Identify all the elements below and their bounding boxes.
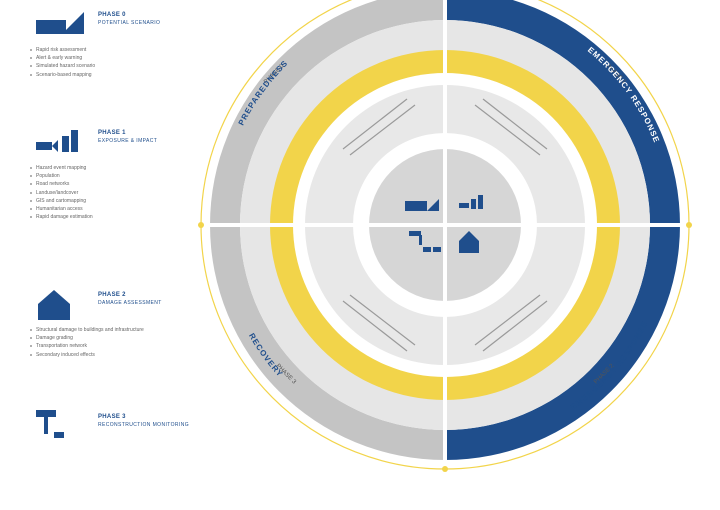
phase-item: Hazard event mapping — [28, 164, 218, 172]
orbit-marker-bottom — [442, 466, 448, 472]
phase-block: PHASE 1 EXPOSURE & IMPACT Hazard event map… — [28, 124, 218, 221]
phase-item: Damage grading — [28, 334, 218, 342]
phase-item: Rapid damage estimation — [28, 213, 218, 221]
phase-number: PHASE 2 — [98, 292, 126, 298]
phase-block: PHASE 3 RECONSTRUCTION MONITORING — [28, 408, 218, 448]
phase-item: Transportation network — [28, 342, 218, 350]
phase-header: PHASE 2 DAMAGE ASSESSMENT — [28, 286, 218, 326]
outer-band-top-left — [210, 0, 445, 225]
phase-item: Secondary induced effects — [28, 351, 218, 359]
phase-block: PHASE 2 DAMAGE ASSESSMENT Structural damag… — [28, 286, 218, 359]
orbit-dot-right — [686, 222, 692, 228]
center-hammer-icon — [409, 231, 441, 252]
seismic-landscape-icon — [32, 6, 90, 42]
center-landscape-icon — [405, 199, 439, 211]
damaged-house-icon — [32, 286, 90, 322]
phase-number: PHASE 0 — [98, 12, 126, 18]
outer-band-bottom-right — [445, 225, 680, 460]
phase-name: DAMAGE ASSESSMENT — [98, 300, 162, 306]
outer-band-bottom-left — [210, 225, 445, 460]
inner-text-lines — [342, 98, 548, 352]
phase-name: RECONSTRUCTION MONITORING — [98, 422, 190, 428]
phase-number: PHASE 3 — [98, 414, 126, 420]
phase-block: PHASE 0 POTENTIAL SCENARIO Rapid risk asse… — [28, 6, 218, 79]
phase-item: Rapid risk assessment — [28, 46, 218, 54]
phase-item: Scenario-based mapping — [28, 71, 218, 79]
center-buildings-icon — [459, 195, 483, 209]
orbit-dot-left — [198, 222, 204, 228]
phase-legend: PHASE 0 POTENTIAL SCENARIO Rapid risk asse… — [0, 0, 220, 450]
outer-band-top-right — [445, 0, 680, 225]
phase-item: Road networks — [28, 180, 218, 188]
phase-item: GIS and cartomapping — [28, 197, 218, 205]
phase-header: PHASE 0 POTENTIAL SCENARIO — [28, 6, 218, 46]
phase-name: POTENTIAL SCENARIO — [98, 20, 161, 26]
center-house-icon — [459, 231, 479, 253]
phase-item: Alert & early warning — [28, 54, 218, 62]
phase-item: Structural damage to buildings and infra… — [28, 326, 218, 334]
phase-number: PHASE 1 — [98, 130, 126, 136]
phase-header: PHASE 1 EXPOSURE & IMPACT — [28, 124, 218, 164]
phase-item: Simulated hazard scenario — [28, 62, 218, 70]
phase-item: Landuse/landcover — [28, 189, 218, 197]
hammer-bricks-icon — [32, 408, 90, 444]
disaster-cycle-wheel: PHASE 1 PHASE 2 PHASE 3 PHASE 0 PREPARED… — [198, 0, 692, 472]
phase-item: Humanitarian access — [28, 205, 218, 213]
phase-item: Population — [28, 172, 218, 180]
wave-buildings-icon — [32, 124, 90, 160]
phase-header: PHASE 3 RECONSTRUCTION MONITORING — [28, 408, 218, 448]
phase-name: EXPOSURE & IMPACT — [98, 138, 158, 144]
phase-item-list: Structural damage to buildings and infra… — [28, 326, 218, 359]
